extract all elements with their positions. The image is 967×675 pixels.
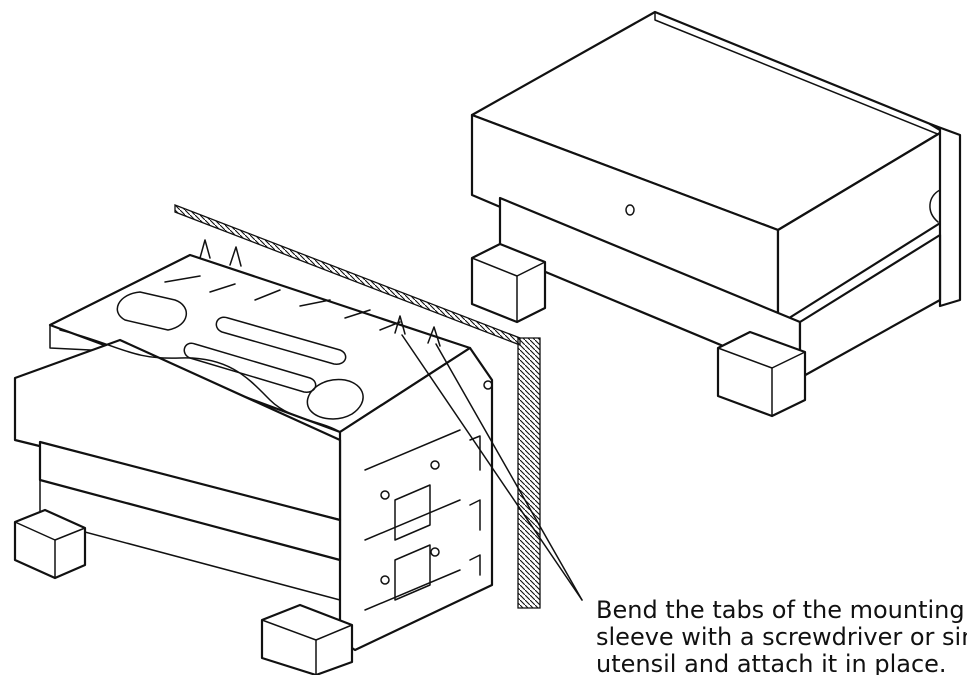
caption-leader-lines: [401, 334, 583, 601]
instruction-caption: Bend the tabs of the mounting sleeve wit…: [596, 597, 967, 675]
caption-line-1: Bend the tabs of the mounting: [596, 597, 965, 624]
dashboard-panel: [174, 204, 541, 609]
caption-line-3: utensil and attach it in place.: [596, 650, 947, 675]
stereo-unit: [470, 10, 962, 418]
sleeve-assembly: [13, 239, 494, 675]
caption-line-2: sleeve with a screwdriver or sim: [596, 623, 967, 651]
